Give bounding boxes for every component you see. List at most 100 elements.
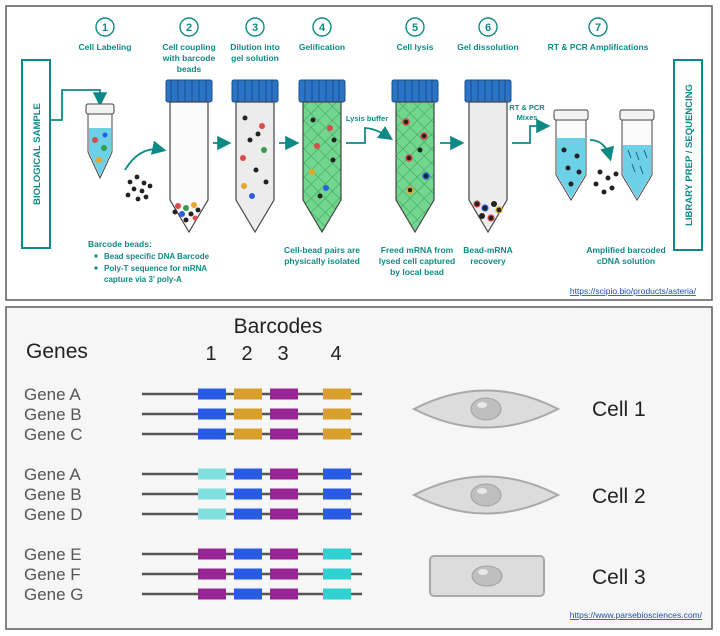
gene-row: Gene E [24, 545, 362, 564]
tube-7-arrow [589, 139, 615, 162]
barcode-block-3 [270, 588, 298, 600]
barcodes-title: Barcodes [234, 315, 323, 338]
barcode-block-1 [198, 568, 226, 580]
step-4-title: Gelification [299, 42, 345, 52]
barcode-number-1: 1 [205, 343, 216, 365]
barcode-block-1 [198, 408, 226, 420]
bullet-2 [94, 266, 98, 270]
barcode-number-3: 3 [277, 343, 288, 365]
step-3-header: 3 Dilution into gel solution [230, 17, 280, 63]
step-2-title-line-3: beads [177, 64, 202, 74]
barcode-block-3 [270, 428, 298, 440]
barcode-block-2 [234, 508, 262, 520]
step-5-title: Cell lysis [397, 42, 434, 52]
biological-sample-label: BIOLOGICAL SAMPLE [32, 103, 43, 205]
isolated-caption-line-2: physically isolated [284, 256, 360, 266]
step-2-header: 2 Cell coupling with barcode beads [162, 17, 216, 74]
gene-label: Gene B [24, 405, 82, 424]
cell-labeling-tube-icon [85, 103, 115, 180]
freed-caption-line-1: Freed mRNA from [381, 245, 454, 255]
barcode-beads-title: Barcode beads: [88, 239, 152, 249]
rt-pcr-arrow [512, 118, 551, 144]
sample-to-tube-arrow [50, 89, 108, 121]
lysis-arrow [346, 126, 393, 144]
barcode-block-1 [198, 588, 226, 600]
barcode-bullet-2-line-2: capture via 3’ poly-A [104, 275, 182, 284]
gene-row: Gene G [24, 585, 362, 604]
barcode-block-1 [198, 488, 226, 500]
gene-row: Gene F [24, 565, 362, 584]
barcode-block-2 [234, 568, 262, 580]
step-2-title-line-2: with barcode [162, 53, 216, 63]
barcode-block-2 [234, 548, 262, 560]
parse-url[interactable]: https://www.parsebiosciences.com/ [570, 610, 703, 620]
gene-label: Gene E [24, 545, 82, 564]
cell-2-label: Cell 2 [592, 485, 646, 508]
gene-row: Gene C [24, 425, 362, 444]
svg-text:7: 7 [595, 22, 601, 34]
cell-1-icon [411, 389, 561, 429]
freed-caption-line-3: by local bead [390, 267, 444, 277]
step-3-title-line-2: gel solution [231, 53, 279, 63]
barcode-block-3 [270, 408, 298, 420]
gene-label: Gene F [24, 565, 81, 584]
gene-label: Gene A [24, 385, 81, 404]
barcode-block-2 [234, 468, 262, 480]
step-2-title-line-1: Cell coupling [162, 42, 215, 52]
barcode-block-4 [323, 548, 351, 560]
barcode-block-1 [198, 468, 226, 480]
cell-3-icon [429, 555, 545, 597]
step-6-title: Gel dissolution [457, 42, 518, 52]
step-1-title: Cell Labeling [79, 42, 132, 52]
cell-2-icon [411, 475, 561, 515]
barcode-block-4 [323, 388, 351, 400]
bottom-panel-border [5, 306, 713, 630]
gene-row: Gene A [24, 385, 362, 404]
barcode-block-2 [234, 408, 262, 420]
dissolution-tube-icon [464, 79, 512, 234]
coupling-tube-icon [165, 79, 213, 234]
step-5-header: 5 Cell lysis [397, 17, 434, 52]
cdna-tube-icon [619, 109, 655, 201]
step-3-title-line-1: Dilution into [230, 42, 280, 52]
barcode-block-4 [323, 468, 351, 480]
barcode-block-4 [323, 508, 351, 520]
step-6-header: 6 Gel dissolution [457, 17, 519, 52]
barcode-block-1 [198, 388, 226, 400]
bullet-1 [94, 254, 98, 258]
step-7-title: RT & PCR Amplifications [548, 42, 649, 52]
barcode-block-4 [323, 568, 351, 580]
barcode-block-3 [270, 508, 298, 520]
gene-row: Gene B [24, 405, 362, 424]
svg-text:3: 3 [252, 22, 258, 34]
step-7-header: 7 RT & PCR Amplifications [548, 17, 649, 52]
barcode-block-2 [234, 428, 262, 440]
barcode-block-4 [323, 408, 351, 420]
barcode-block-3 [270, 388, 298, 400]
gene-label: Gene B [24, 485, 82, 504]
barcode-beads-cluster [125, 174, 153, 202]
barcode-block-4 [323, 428, 351, 440]
lysis-tube-icon [391, 79, 439, 234]
amplified-caption-line-1: Amplified barcoded [586, 245, 665, 255]
isolated-caption-line-1: Cell-bead pairs are [284, 245, 360, 255]
barcode-block-1 [198, 548, 226, 560]
barcode-number-2: 2 [241, 343, 252, 365]
amplified-caption-line-2: cDNA solution [597, 256, 655, 266]
library-prep-label: LIBRARY PREP / SEQUENCING [684, 84, 695, 226]
barcode-number-4: 4 [330, 343, 341, 365]
svg-text:4: 4 [319, 22, 326, 34]
lysis-buffer-label: Lysis buffer [346, 114, 388, 123]
freed-caption-line-2: lysed cell captured [379, 256, 456, 266]
barcode-block-1 [198, 428, 226, 440]
rt-pcr-mixes-line-2: Mixes [517, 113, 538, 122]
gene-label: Gene D [24, 505, 83, 524]
amplification-tube-icon [553, 109, 589, 201]
top-panel: BIOLOGICAL SAMPLE LIBRARY PREP / SEQUENC… [5, 5, 713, 301]
svg-text:1: 1 [102, 22, 108, 34]
scipio-url[interactable]: https://scipio.bio/products/asteria/ [570, 286, 697, 296]
gene-label: Gene C [24, 425, 83, 444]
dilution-tube-icon [231, 79, 279, 234]
